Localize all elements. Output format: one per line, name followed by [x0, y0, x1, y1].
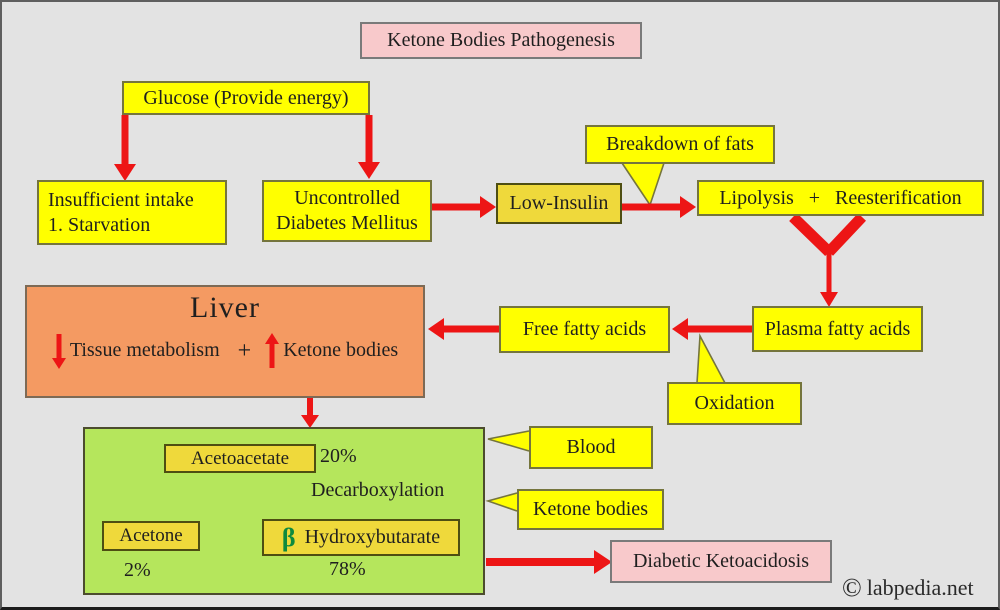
oxidation-label: Oxidation: [694, 392, 775, 414]
ffa-to-liver-arrow: [428, 318, 499, 340]
blood-callout-pointer: [487, 430, 530, 452]
liver-subline: Tissue metabolism + Ketone bodies: [51, 332, 399, 369]
ketone-bodies-callout-pointer: [485, 492, 518, 512]
lipolysis-reesterification-label: Lipolysis + Reesterification: [719, 186, 962, 209]
tissue-metabolism-label: Tissue metabolism: [69, 339, 220, 361]
glucose-node: Glucose (Provide energy): [122, 81, 370, 115]
plasma-fatty-acids-node: Plasma fatty acids: [752, 306, 923, 352]
blood-callout: Blood: [529, 426, 653, 469]
uncontrolled-line2: Diabetes Mellitus: [276, 212, 418, 234]
acetone-label: Acetone: [119, 525, 183, 547]
uncontrolled-diabetes-node: Uncontrolled Diabetes Mellitus: [262, 180, 432, 242]
acetoacetate-label: Acetoacetate: [190, 447, 290, 469]
acetoacetate-node: Acetoacetate: [164, 444, 316, 473]
acetone-percentage: 2%: [124, 559, 151, 581]
insufficient-intake-node: Insufficient intake 1. Starvation: [37, 180, 227, 245]
oxidation-callout: Oxidation: [667, 382, 802, 425]
uncontrolled-line1: Uncontrolled: [294, 187, 400, 209]
hydroxybutarate-label: Hydroxybutarate: [304, 526, 441, 548]
lipolysis-to-plasma-y-arrow: [789, 213, 867, 307]
watermark: © labpedia.net: [842, 575, 974, 601]
lowinsulin-to-lipolysis-arrow: [621, 196, 696, 218]
lipolysis-reesterification-node: Lipolysis + Reesterification: [697, 180, 984, 216]
watermark-text: labpedia.net: [866, 575, 974, 600]
hydroxybutarate-node: β Hydroxybutarate: [262, 519, 460, 556]
copyright-icon: ©: [842, 573, 862, 602]
diabetic-ketoacidosis-label: Diabetic Ketoacidosis: [632, 550, 810, 572]
liver-node: Liver Tissue metabolism + Ketone bodies: [25, 285, 425, 398]
low-insulin-label: Low-Insulin: [509, 192, 609, 214]
liver-plus-sign: +: [237, 337, 252, 364]
breakdown-of-fats-label: Breakdown of fats: [606, 133, 754, 155]
decarboxylation-label: Decarboxylation: [311, 479, 445, 501]
acetone-node: Acetone: [102, 521, 200, 551]
hydroxybutarate-percentage: 78%: [329, 558, 366, 580]
glucose-label: Glucose (Provide energy): [143, 86, 349, 109]
glucose-to-starvation-arrow: [114, 115, 136, 181]
diabetes-to-lowinsulin-arrow: [432, 196, 496, 218]
decrease-arrow-icon: [51, 333, 66, 369]
title-box: Ketone Bodies Pathogenesis: [360, 22, 642, 59]
insufficient-intake-line2: 1. Starvation: [48, 213, 151, 236]
plasma-fatty-acids-label: Plasma fatty acids: [764, 317, 911, 340]
breakdown-of-fats-callout: Breakdown of fats: [585, 125, 775, 164]
acetoacetate-percentage: 20%: [320, 445, 357, 467]
page-title: Ketone Bodies Pathogenesis: [387, 29, 615, 51]
panel-to-ketoacidosis-arrow: [486, 550, 612, 574]
increase-arrow-icon: [265, 332, 280, 369]
glucose-to-diabetes-arrow: [358, 115, 380, 179]
ketone-bodies-callout: Ketone bodies: [517, 489, 664, 530]
insufficient-intake-line1: Insufficient intake: [48, 188, 194, 211]
flow-arrows: [114, 115, 867, 574]
ketone-bodies-increase-label: Ketone bodies: [283, 339, 399, 361]
liver-to-blood-panel-arrow: [301, 398, 319, 428]
plasma-to-ffa-arrow: [672, 318, 752, 340]
low-insulin-node: Low-Insulin: [496, 183, 622, 224]
diabetic-ketoacidosis-node: Diabetic Ketoacidosis: [610, 540, 832, 583]
ketone-bodies-label: Ketone bodies: [533, 498, 648, 520]
free-fatty-acids-label: Free fatty acids: [522, 318, 647, 340]
free-fatty-acids-node: Free fatty acids: [499, 306, 670, 353]
oxidation-callout-pointer: [696, 333, 726, 384]
beta-symbol: β: [281, 522, 296, 552]
breakdown-callout-pointer: [621, 162, 665, 207]
liver-title: Liver: [190, 291, 260, 324]
blood-label: Blood: [566, 436, 616, 458]
